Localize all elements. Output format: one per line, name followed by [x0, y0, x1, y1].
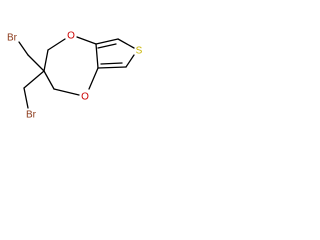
bond-s-ch-bottom	[125, 54, 135, 68]
bond-o-thiophene-bottom	[88, 67, 99, 90]
bond-ch-s-top	[117, 38, 135, 49]
bond-ch-c-bottom	[97, 66, 127, 69]
atom-br-bottom: Br	[26, 110, 37, 121]
molecule-canvas: Br Br O O S	[0, 0, 150, 150]
bond-ch2-o-top	[47, 38, 66, 51]
bond-ch2-o-bottom	[53, 88, 80, 96]
bond-quaternary-ch2-bottom	[23, 70, 45, 89]
bond-br-ch2-top	[18, 41, 29, 56]
atom-o-bottom: O	[81, 92, 89, 103]
bond-quaternary-ch2-ring-bottom	[43, 70, 55, 90]
bond-thiophene-double-bottom	[100, 62, 123, 65]
bond-lines	[18, 36, 135, 109]
structure-diagram: Br Br O O S	[7, 31, 143, 121]
bond-ch2-br-bottom	[23, 87, 29, 109]
atom-s: S	[136, 46, 143, 57]
bond-thiophene-c-ch-top	[95, 38, 119, 45]
atom-o-top: O	[67, 31, 75, 42]
bond-ch2-quaternary-top	[27, 54, 45, 72]
atom-br-top: Br	[7, 33, 18, 44]
bond-o-thiophene-top	[76, 36, 97, 45]
bond-fused-c-c	[95, 43, 99, 69]
bond-thiophene-double-top	[97, 43, 117, 49]
bond-quaternary-ch2-ring-top	[43, 49, 49, 72]
